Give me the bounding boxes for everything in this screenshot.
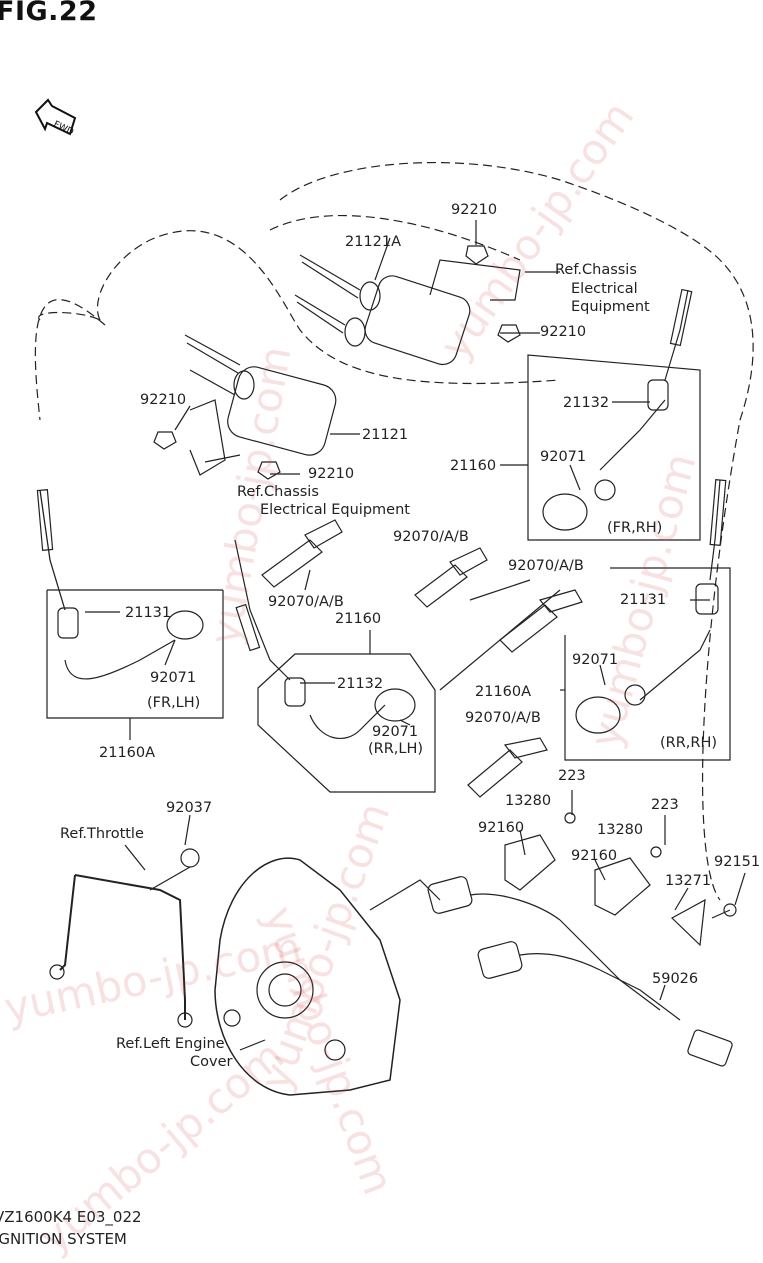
label-92210-mid: 92210 [540,324,587,340]
label-92070-a: 92070/A/B [393,529,469,545]
label-92160-b: 92160 [571,848,618,864]
label-92210-top: 92210 [451,202,498,218]
ignition-coil-21121A-icon [294,254,521,366]
label-fr-lh: (FR,LH) [147,695,201,711]
label-fr-rh: (FR,RH) [607,520,663,536]
label-59026: 59026 [652,971,699,987]
label-ref-chassis-1: Ref.Chassis [555,262,637,278]
label-21160-m: 21160 [335,611,382,627]
label-rr-lh: (RR,LH) [368,741,424,757]
label-21131-r: 21131 [620,592,667,608]
figure-title: FIG.22 [0,0,98,27]
label-ref-chassis-1b: Electrical [571,281,638,297]
label-ref-chassis-2b: Electrical Equipment [260,502,410,518]
label-92071-m: 92071 [372,724,419,740]
label-21132-r: 21132 [563,395,610,411]
label-ref-chassis-2: Ref.Chassis [237,484,319,500]
label-13280-a: 13280 [505,793,552,809]
label-223-b: 223 [651,797,679,813]
label-92071-l: 92071 [150,670,197,686]
label-rr-rh: (RR,RH) [660,735,718,751]
label-92160-a: 92160 [478,820,525,836]
model-code: VZ1600K4 E03_022 [0,1208,142,1226]
label-21160A-l: 21160A [99,745,156,761]
label-21160-r: 21160 [450,458,497,474]
label-21121A: 21121A [345,234,402,250]
system-name: IGNITION SYSTEM [0,1230,127,1248]
label-21131-l: 21131 [125,605,172,621]
label-92037: 92037 [166,800,213,816]
spark-plug-icon [261,519,343,588]
label-92070-d: 92070/A/B [465,710,541,726]
pickup-coil-icon [427,876,733,1067]
label-13280-b: 13280 [597,822,644,838]
engine-cover-icon [214,857,441,1096]
label-92151: 92151 [714,854,761,870]
label-92070-b: 92070/A/B [508,558,584,574]
label-ref-throttle: Ref.Throttle [60,826,144,842]
label-223-a: 223 [558,768,586,784]
label-21132-m: 21132 [337,676,384,692]
fwd-arrow-icon: FWD [34,98,77,138]
label-92070-c: 92070/A/B [268,594,344,610]
label-92071-rr: 92071 [572,652,619,668]
label-92210-low: 92210 [308,466,355,482]
label-ref-left-engine: Ref.Left Engine [116,1036,225,1052]
label-92071-r: 92071 [540,449,587,465]
label-21160A-r: 21160A [475,684,532,700]
label-92210-left: 92210 [140,392,187,408]
label-ref-cover: Cover [190,1054,233,1070]
label-13271: 13271 [665,873,712,889]
label-ref-chassis-1c: Equipment [571,299,650,315]
label-21121: 21121 [362,427,409,443]
ignition-coil-21121-icon [184,334,337,476]
